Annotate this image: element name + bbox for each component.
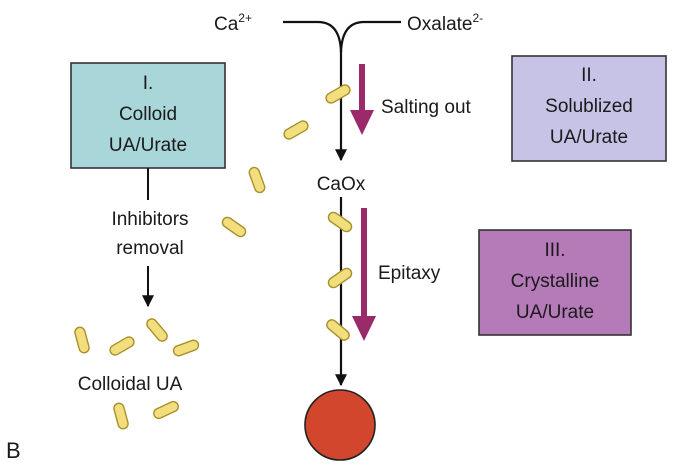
uric-acid-particle (153, 400, 179, 420)
uric-acid-particle (146, 318, 168, 342)
calcium-input-line (283, 20, 343, 53)
solublized-box-subtitle: UA/Urate (550, 127, 628, 148)
inhibitors-label: Inhibitors (111, 209, 188, 230)
uric-acid-particle (248, 166, 266, 194)
uric-acid-particle (221, 216, 247, 238)
colloidal-ua-label: Colloidal UA (78, 374, 183, 395)
crystalline-box: III. Crystalline UA/Urate (478, 229, 632, 336)
colloid-box-subtitle: UA/Urate (109, 135, 187, 156)
crystalline-box-subtitle: UA/Urate (516, 302, 594, 323)
colloid-box-title: Colloid (119, 104, 177, 125)
uric-acid-particle (326, 319, 350, 341)
uric-acid-particles (74, 84, 353, 430)
calcium-ion-label: Ca2+ (214, 11, 252, 35)
uric-acid-particle (327, 211, 353, 233)
solublized-box: II. Solublized UA/Urate (511, 55, 667, 162)
salting-out-label: Salting out (381, 97, 472, 118)
panel-letter: B (6, 438, 21, 463)
epitaxy-arrow (352, 208, 376, 341)
caox-stone (304, 389, 376, 461)
crystalline-box-number: III. (544, 240, 565, 261)
uric-acid-particle (74, 326, 90, 354)
solublized-box-number: II. (581, 65, 597, 86)
salting-out-arrow (350, 64, 374, 135)
uric-acid-particle (109, 336, 135, 356)
uric-acid-particle (113, 402, 129, 430)
solublized-box-title: Solublized (545, 96, 633, 117)
colloid-box: I. Colloid UA/Urate (70, 62, 226, 169)
oxalate-input-line (339, 20, 401, 53)
crystalline-box-title: Crystalline (511, 271, 600, 292)
uric-acid-particle (327, 267, 353, 289)
colloid-box-number: I. (143, 73, 154, 94)
uric-acid-particle (283, 120, 309, 140)
epitaxy-label: Epitaxy (378, 263, 441, 284)
uric-acid-particle (172, 339, 200, 357)
oxalate-ion-label: Oxalate2- (407, 11, 483, 35)
uric-acid-particle (325, 84, 351, 104)
caox-label: CaOx (317, 174, 366, 195)
removal-label: removal (116, 238, 184, 259)
